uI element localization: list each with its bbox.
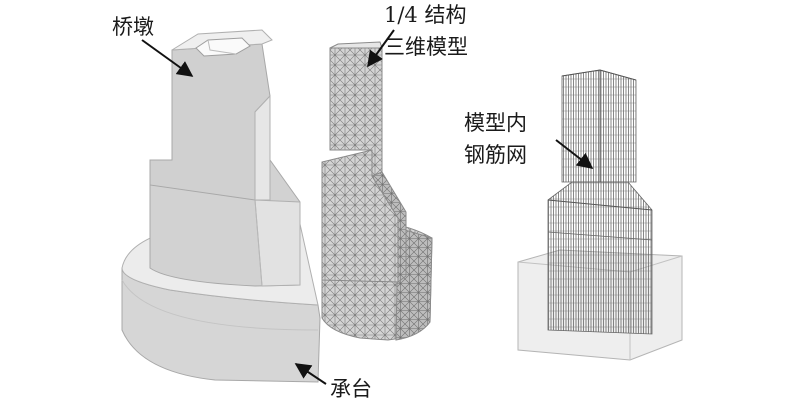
solid-pier-model — [121, 29, 321, 383]
label-quarter-line1: 1/4 结构 — [384, 3, 466, 27]
rebar-cage-model — [517, 69, 683, 361]
annotations: 桥墩 1/4 结构 三维模型 模型内 钢筋网 承台 — [112, 3, 594, 401]
label-pier: 桥墩 — [112, 15, 154, 39]
pier-body — [149, 29, 301, 287]
arrow-cap — [294, 363, 327, 385]
quarter-mesh-model — [321, 41, 433, 341]
label-cap: 承台 — [330, 377, 372, 401]
label-rebar-line1: 模型内 — [464, 111, 527, 135]
arrow-pier — [141, 39, 194, 77]
label-quarter-line2: 三维模型 — [384, 35, 468, 59]
arrow-rebar — [555, 139, 594, 169]
arrow-quarter — [367, 29, 395, 68]
label-rebar-line2: 钢筋网 — [464, 143, 527, 167]
